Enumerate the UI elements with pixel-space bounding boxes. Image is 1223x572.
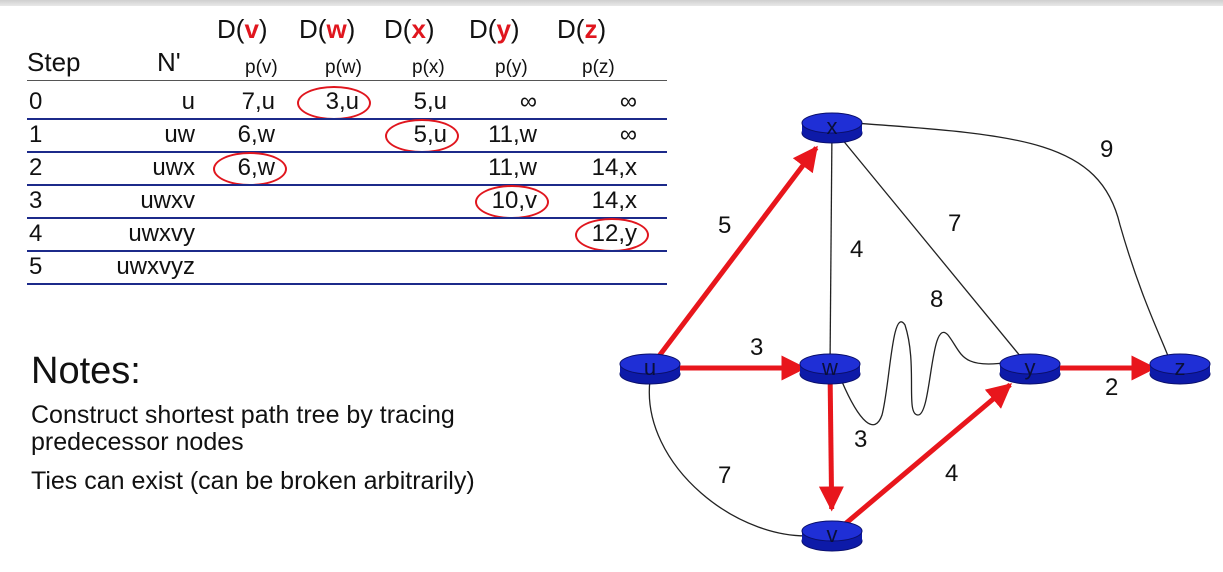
selected-cell-circle (213, 152, 287, 186)
selected-cell-circle (475, 185, 549, 219)
row-cell: 11,w (488, 121, 537, 148)
row-rule (27, 118, 667, 120)
header-dist-w: D(w) (299, 14, 356, 44)
tree-edge-w-v (818, 377, 844, 512)
row-rule (27, 217, 667, 219)
edge-x-z (853, 122, 1169, 357)
header-pred-x: p(x) (412, 57, 445, 78)
router-node-x: x (801, 112, 863, 144)
header-pred-w: p(w) (325, 57, 362, 78)
dijkstra-table: Step N' D(v) D(w) D(x) D(y) D(z) p(v) p(… (27, 8, 667, 334)
router-node-y: y (999, 353, 1061, 385)
row-cell: 11,w (488, 154, 537, 181)
router-node-w: w (799, 353, 861, 385)
edge-x-w (829, 126, 833, 369)
row-step: 5 (29, 253, 43, 280)
router-node-label: z (1175, 355, 1186, 380)
router-node-u: u (619, 353, 681, 385)
top-bar (0, 0, 1223, 6)
router-node-z: z (1149, 353, 1211, 385)
row-step: 0 (29, 88, 43, 115)
row-step: 2 (29, 154, 43, 181)
tree-edge-u-x (654, 145, 819, 362)
router-node-label: u (644, 355, 656, 380)
router-node-label: v (827, 522, 838, 547)
network-graph: 5 3 7 4 7 9 8 3 4 2 u w x y z v (619, 112, 1211, 552)
note-item: Ties can exist (can be broken arbitraril… (31, 467, 475, 495)
tree-edge-v-y (838, 382, 1013, 531)
edge-weight-label: 3 (854, 426, 867, 453)
edge-x-y (831, 126, 1031, 369)
row-nprime: uwxvyz (116, 253, 195, 280)
edge-weights: 5 3 7 4 7 9 8 3 4 2 (718, 136, 1118, 489)
header-dist-v: D(v) (217, 14, 268, 44)
row-cell: 5,u (413, 88, 447, 115)
header-rule (27, 80, 667, 81)
edge-weight-label: 4 (945, 460, 958, 487)
row-cell: 6,w (237, 121, 275, 148)
header-pred-v: p(v) (245, 57, 278, 78)
nodes: u w x y z v (619, 112, 1211, 552)
row-rule (27, 151, 667, 153)
row-cell: 14,x (591, 187, 637, 214)
row-step: 3 (29, 187, 43, 214)
edges (648, 122, 1169, 537)
edge-weight-label: 5 (718, 212, 731, 239)
row-nprime: uwxv (140, 187, 195, 214)
edge-weight-label: 3 (750, 334, 763, 361)
row-cell: ∞ (619, 88, 637, 115)
row-rule (27, 283, 667, 285)
router-node-label: y (1025, 355, 1036, 380)
edge-weight-label: 7 (718, 462, 731, 489)
header-dist-y: D(y) (469, 14, 520, 44)
row-cell: 14,x (591, 154, 637, 181)
row-rule (27, 184, 667, 186)
edge-weight-label: 7 (948, 210, 961, 237)
row-step: 1 (29, 121, 43, 148)
row-nprime: uwx (152, 154, 195, 181)
edge-u-v (648, 379, 821, 537)
header-step: Step (27, 47, 81, 77)
row-cell: ∞ (619, 121, 637, 148)
header-pred-z: p(z) (582, 57, 615, 78)
row-cell: 7,u (241, 88, 275, 115)
router-node-v: v (801, 520, 863, 552)
row-rule (27, 250, 667, 252)
header-dist-z: D(z) (557, 14, 607, 44)
edge-weight-label: 9 (1100, 136, 1113, 163)
notes-section: Notes: Construct shortest path tree by t… (31, 350, 601, 507)
row-cell: ∞ (519, 88, 537, 115)
row-nprime: u (181, 88, 195, 115)
edge-weight-label: 4 (850, 236, 863, 263)
router-node-label: w (821, 355, 838, 380)
row-nprime: uw (164, 121, 195, 148)
note-item: Construct shortest path tree by tracing … (31, 401, 455, 456)
row-nprime: uwxvy (128, 220, 195, 247)
notes-title: Notes: (31, 350, 141, 392)
edge-w-y (839, 321, 1011, 426)
router-node-label: x (827, 114, 838, 139)
row-step: 4 (29, 220, 43, 247)
header-dist-x: D(x) (384, 14, 435, 44)
selected-cell-circle (297, 86, 371, 120)
header-nprime: N' (157, 47, 181, 77)
edge-weight-label: 8 (930, 286, 943, 313)
selected-cell-circle (385, 119, 459, 153)
header-pred-y: p(y) (495, 57, 528, 78)
edge-weight-label: 2 (1105, 374, 1118, 401)
